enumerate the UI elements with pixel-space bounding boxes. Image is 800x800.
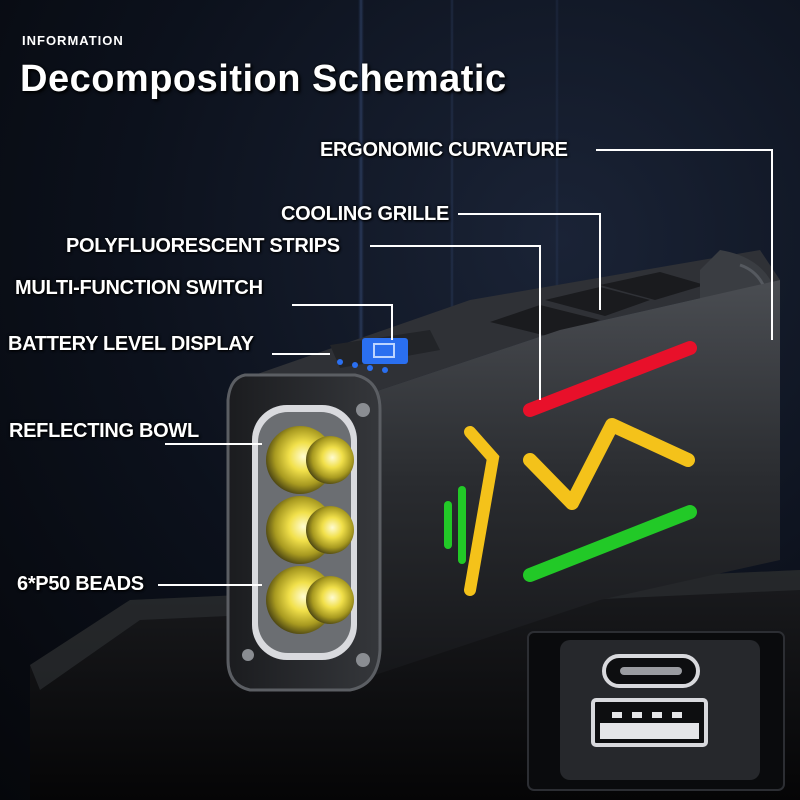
- section-label: INFORMATION: [22, 33, 124, 48]
- page-title: Decomposition Schematic: [20, 58, 507, 100]
- lightning-bolt-icon: [523, 418, 695, 510]
- callout-cooling-grille: COOLING GRILLE: [281, 203, 450, 225]
- battery-display-icon: [330, 330, 440, 373]
- callout-reflecting-bowl: REFLECTING BOWL: [9, 420, 199, 442]
- callout-leaders: [158, 149, 773, 586]
- polyfluorescent-strips: [444, 341, 697, 596]
- callout-beads: 6*P50 BEADS: [17, 573, 144, 595]
- callout-battery-level-display: BATTERY LEVEL DISPLAY: [8, 333, 254, 355]
- reflector-led-array: [252, 405, 357, 660]
- usb-ports-inset: [527, 631, 785, 791]
- callout-multi-function-switch: MULTI-FUNCTION SWITCH: [15, 277, 263, 299]
- callout-polyfluorescent-strips: POLYFLUORESCENT STRIPS: [66, 235, 340, 257]
- callout-ergonomic-curvature: ERGONOMIC CURVATURE: [320, 139, 568, 161]
